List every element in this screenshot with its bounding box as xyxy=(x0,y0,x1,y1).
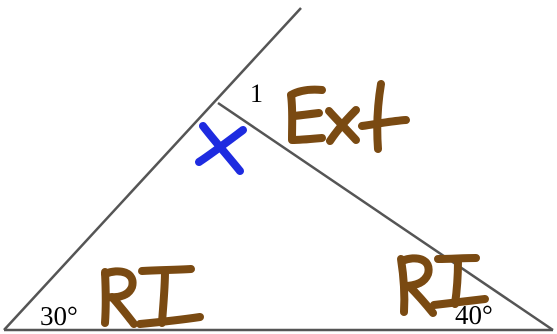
triangle-left-side-extended xyxy=(3,7,302,331)
hand-annotation-remote-interior-left xyxy=(101,265,204,328)
triangle-right-side xyxy=(217,101,554,332)
angle-30-label: 30° xyxy=(40,301,78,331)
hand-annotation-exterior xyxy=(287,80,410,153)
hand-annotation-remote-interior-right xyxy=(397,254,489,317)
hand-annotation-unknown-angle xyxy=(195,122,247,175)
exterior-angle-1-label: 1 xyxy=(250,79,263,108)
